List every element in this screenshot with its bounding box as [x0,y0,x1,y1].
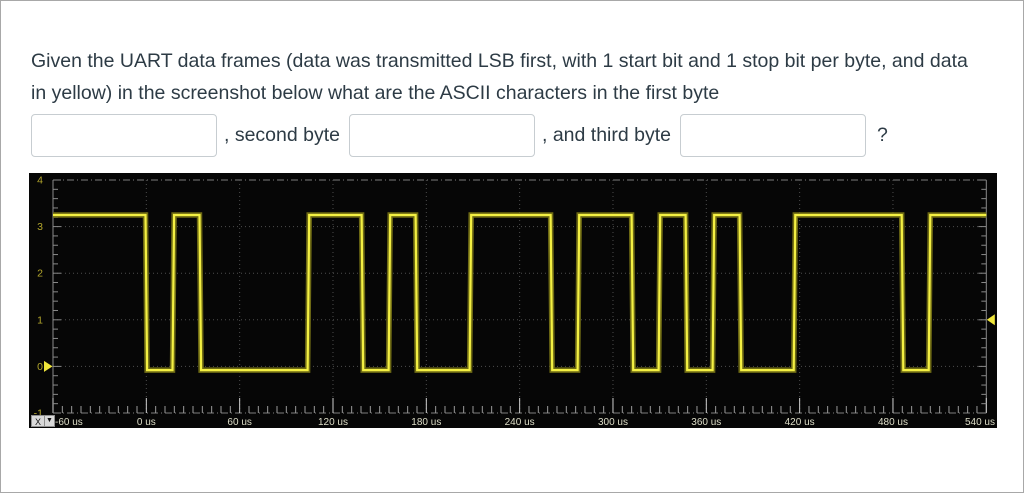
y-axis-label: 3 [37,221,43,233]
chevron-down-icon: ▼ [45,415,55,427]
x-axis-label: 360 us [691,417,721,428]
second-byte-input[interactable] [349,114,535,157]
third-byte-label: , and third byte [542,124,671,146]
y-axis-label: 2 [37,268,43,280]
oscilloscope-screenshot: 4 3 2 1 0 -1 -60 us 0 us 60 us 120 us 180 us 240 us… [29,173,997,428]
first-byte-input[interactable] [31,114,217,157]
x-axis-label: 300 us [598,417,628,428]
x-axis-label: 0 us [137,417,156,428]
x-axis-label: 240 us [505,417,535,428]
x-axis-label: 480 us [878,417,908,428]
question-text: Given the UART data frames (data was tra… [31,50,968,104]
x-axis-label: 540 us [965,417,995,428]
y-axis-label: 1 [37,314,43,326]
x-axis-dropdown-label: X [31,415,46,427]
axis-ticks [52,179,987,414]
x-axis-dropdown-button[interactable]: X ▼ [31,415,55,427]
channel-ground-marker-icon [44,360,53,372]
scope-plot: 4 3 2 1 0 -1 -60 us 0 us 60 us 120 us 180 us 240 us… [34,175,995,429]
y-axis-label: -1 [34,408,43,420]
y-axis-label: 0 [37,361,43,373]
y-axis-label: 4 [37,175,43,187]
x-axis-label: 120 us [318,417,348,428]
second-byte-label: , second byte [224,124,340,146]
third-byte-input[interactable] [680,114,866,157]
axis-labels: 4 3 2 1 0 -1 -60 us 0 us 60 us 120 us 180 us 240 us… [34,175,995,429]
trigger-level-marker-icon [986,314,995,326]
x-axis-label: 60 us [227,417,251,428]
x-axis-label: 420 us [785,417,815,428]
uart-waveform-trace [53,212,987,373]
x-axis-label: 180 us [411,417,441,428]
question-mark: ? [877,124,888,146]
x-axis-label: -60 us [55,417,83,428]
answer-row: , second byte , and third byte ? [31,112,888,159]
